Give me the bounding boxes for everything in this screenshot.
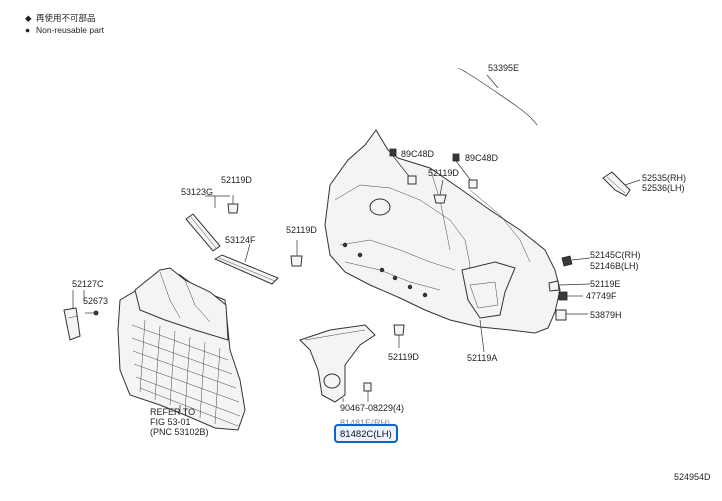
label-refer-fig[interactable]: FIG 53-01 — [150, 417, 191, 427]
legend-text-nonreusable-jp: 再使用不可部品 — [36, 13, 96, 23]
part-labels: 53395E 89C48D 89C48D 52119D 52535(RH) 52… — [72, 63, 686, 437]
label-81481E[interactable]: 81481E(RH) — [340, 418, 390, 428]
part-53879H-clip[interactable] — [555, 309, 588, 321]
label-53123G[interactable]: 53123G — [181, 187, 213, 197]
grille-assembly[interactable] — [117, 267, 246, 431]
grille-mesh — [131, 319, 241, 427]
label-89C48D-a[interactable]: 89C48D — [401, 149, 435, 159]
part-52145C-retainer[interactable] — [561, 255, 591, 267]
label-refer-pnc[interactable]: (PNC 53102B) — [150, 427, 209, 437]
label-90467-08229[interactable]: 90467-08229(4) — [340, 403, 404, 413]
label-52119D-mid[interactable]: 52119D — [286, 225, 317, 235]
label-52536[interactable]: 52536(LH) — [642, 183, 685, 193]
label-53395E[interactable]: 53395E — [488, 63, 519, 73]
label-47749F[interactable]: 47749F — [586, 291, 617, 301]
label-52119D-bottom[interactable]: 52119D — [388, 352, 419, 362]
part-89C48D-clip-a[interactable] — [389, 148, 417, 185]
part-52119A-bumper-cover[interactable] — [324, 129, 561, 353]
part-53124F-molding[interactable] — [213, 243, 279, 285]
label-52119D-left[interactable]: 52119D — [221, 175, 252, 185]
label-52673[interactable]: 52673 — [83, 296, 108, 306]
label-53124F[interactable]: 53124F — [225, 235, 256, 245]
highlighted-part-81482C[interactable]: 81482C(LH) — [334, 424, 398, 443]
legend: ◆ 再使用不可部品 ● Non-reusable part — [25, 13, 105, 35]
part-52127C-bracket[interactable] — [63, 290, 99, 341]
highlight-box — [334, 424, 398, 443]
legend-symbol-2: ● — [25, 25, 30, 35]
label-53879H[interactable]: 53879H — [590, 310, 622, 320]
label-52119D-top[interactable]: 52119D — [428, 168, 459, 178]
part-52119D-clip-mid[interactable] — [290, 240, 303, 267]
legend-symbol-1: ◆ — [25, 13, 32, 23]
part-89C48D-clip-b[interactable] — [452, 153, 478, 189]
part-52119E-clip[interactable] — [548, 280, 591, 292]
diagram-code: 524954D — [674, 472, 711, 482]
part-81482C-fog-bezel[interactable] — [299, 324, 376, 403]
part-47749F-clip[interactable] — [558, 291, 583, 301]
label-52119E[interactable]: 52119E — [590, 279, 620, 289]
label-89C48D-b[interactable]: 89C48D — [465, 153, 499, 163]
label-52146B[interactable]: 52146B(LH) — [590, 261, 639, 271]
label-52145C[interactable]: 52145C(RH) — [590, 250, 641, 260]
part-52119D-clip-top[interactable] — [433, 179, 447, 204]
label-refer-to[interactable]: REFER TO — [150, 407, 195, 417]
part-52119D-clip-bottom[interactable] — [393, 324, 405, 348]
part-52119D-clip-left[interactable] — [227, 195, 239, 214]
part-53395E-seal[interactable] — [457, 67, 538, 126]
part-53123G-molding[interactable] — [185, 195, 230, 252]
legend-text-nonreusable-en: Non-reusable part — [36, 25, 105, 35]
part-52535-bracket[interactable] — [602, 171, 641, 197]
label-52119A[interactable]: 52119A — [467, 353, 497, 363]
label-81482C[interactable]: 81482C(LH) — [340, 429, 392, 440]
label-52127C[interactable]: 52127C — [72, 279, 104, 289]
label-52535[interactable]: 52535(RH) — [642, 173, 686, 183]
